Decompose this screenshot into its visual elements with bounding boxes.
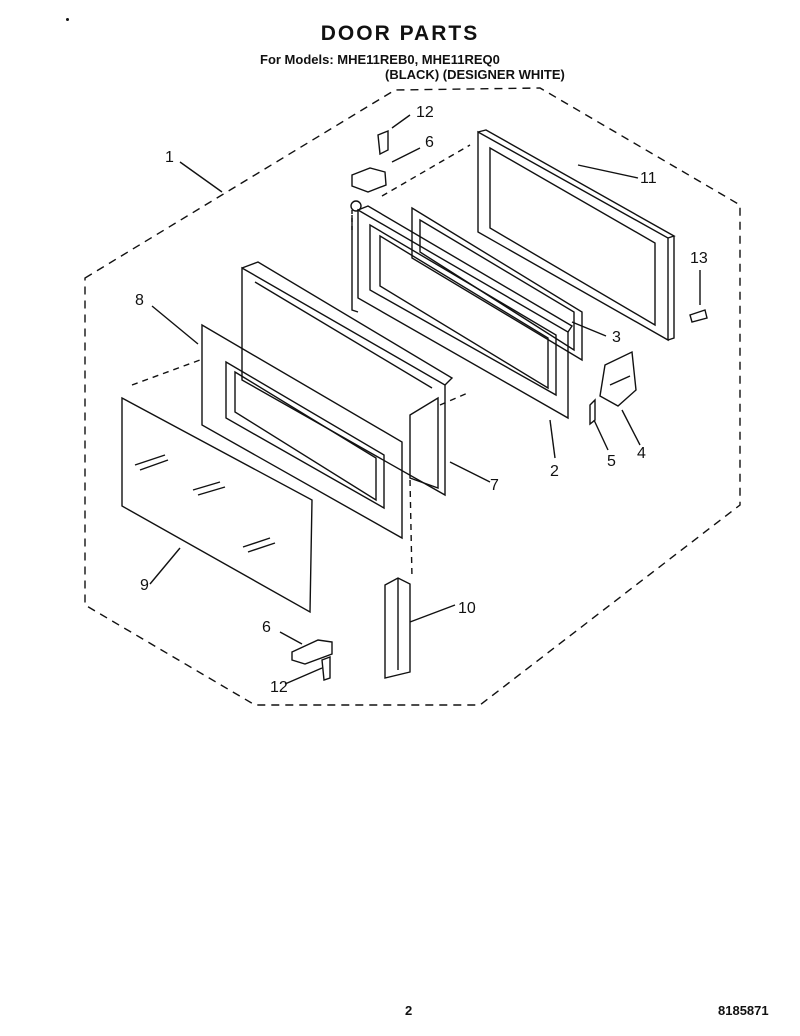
callout-12-top: 12 (416, 104, 434, 121)
callout-2: 2 (550, 463, 559, 480)
part-7-frame (241, 261, 454, 497)
callout-9: 9 (140, 577, 149, 594)
callout-13: 13 (690, 250, 708, 267)
part-11-frame (477, 129, 676, 342)
part-5-spring (589, 398, 596, 426)
page-title: DOOR PARTS (320, 22, 480, 45)
callout-11: 11 (640, 170, 657, 187)
models-line: For Models: MHE11REB0, MHE11REQ0 (260, 52, 500, 67)
document-code: 8185871 (718, 1003, 769, 1018)
callout-7: 7 (490, 477, 499, 494)
callout-6-top: 6 (425, 134, 434, 151)
lower-hinge (291, 639, 333, 681)
speck (66, 18, 69, 21)
callout-10: 10 (458, 600, 476, 617)
assembly-boundary (84, 87, 741, 706)
callout-12-bottom: 12 (270, 679, 288, 696)
colors-line: (BLACK) (DESIGNER WHITE) (385, 67, 565, 82)
callout-1: 1 (165, 149, 174, 166)
callout-4: 4 (637, 445, 646, 462)
part-10-latch (384, 577, 411, 679)
callout-6-bottom: 6 (262, 619, 271, 636)
callout-5: 5 (607, 453, 616, 470)
part-4-hook (599, 350, 637, 407)
part-8-trim (201, 323, 403, 540)
part-13-screw (689, 309, 708, 323)
part-2-frame (351, 205, 573, 420)
part-9-glass (121, 396, 313, 614)
page-number: 2 (405, 1003, 413, 1018)
upper-hinge (350, 129, 389, 212)
callout-8: 8 (135, 292, 144, 309)
callout-3: 3 (612, 329, 621, 346)
